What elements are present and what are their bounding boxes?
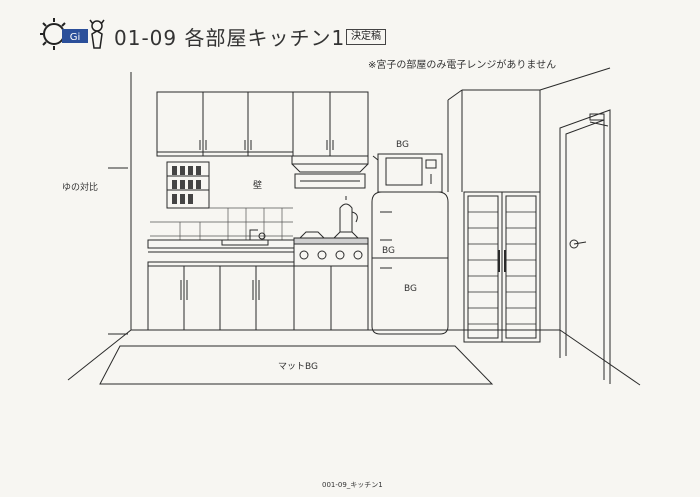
- status-badge: 決定稿: [346, 29, 386, 45]
- room-outline: [67, 67, 641, 386]
- logo-text: Gi: [70, 32, 81, 43]
- floor-mat: [99, 345, 494, 385]
- footer-filename: 001-09_キッチン1: [322, 481, 383, 489]
- counter-sink: [147, 229, 295, 253]
- spice-shelf: [166, 161, 210, 209]
- microwave: [372, 153, 443, 193]
- character-icon: [89, 19, 105, 49]
- label-bg-fridge-upper: BG: [382, 246, 395, 256]
- label-mat: マットBG: [278, 362, 318, 372]
- height-guide: [108, 167, 128, 335]
- upper-cabinets: [156, 91, 369, 157]
- lower-cabinets: [147, 261, 295, 331]
- gas-stove: [293, 231, 369, 331]
- note-text: ※宮子の部屋のみ電子レンジがありません: [368, 60, 557, 71]
- page-title: 01-09 各部屋キッチン1: [114, 26, 346, 50]
- range-hood: [291, 155, 369, 189]
- door: [559, 109, 611, 384]
- tall-cabinet: [463, 191, 541, 343]
- studio-logo: Gi: [40, 18, 105, 50]
- label-bg-fridge-lower: BG: [404, 284, 417, 294]
- wall-tiles: [150, 207, 293, 240]
- refrigerator: [371, 191, 449, 335]
- label-bg-microwave: BG: [396, 140, 409, 150]
- kettle-icon: [339, 196, 358, 233]
- label-height-guide: ゆの対比: [62, 183, 99, 193]
- label-wall: 壁: [253, 181, 263, 191]
